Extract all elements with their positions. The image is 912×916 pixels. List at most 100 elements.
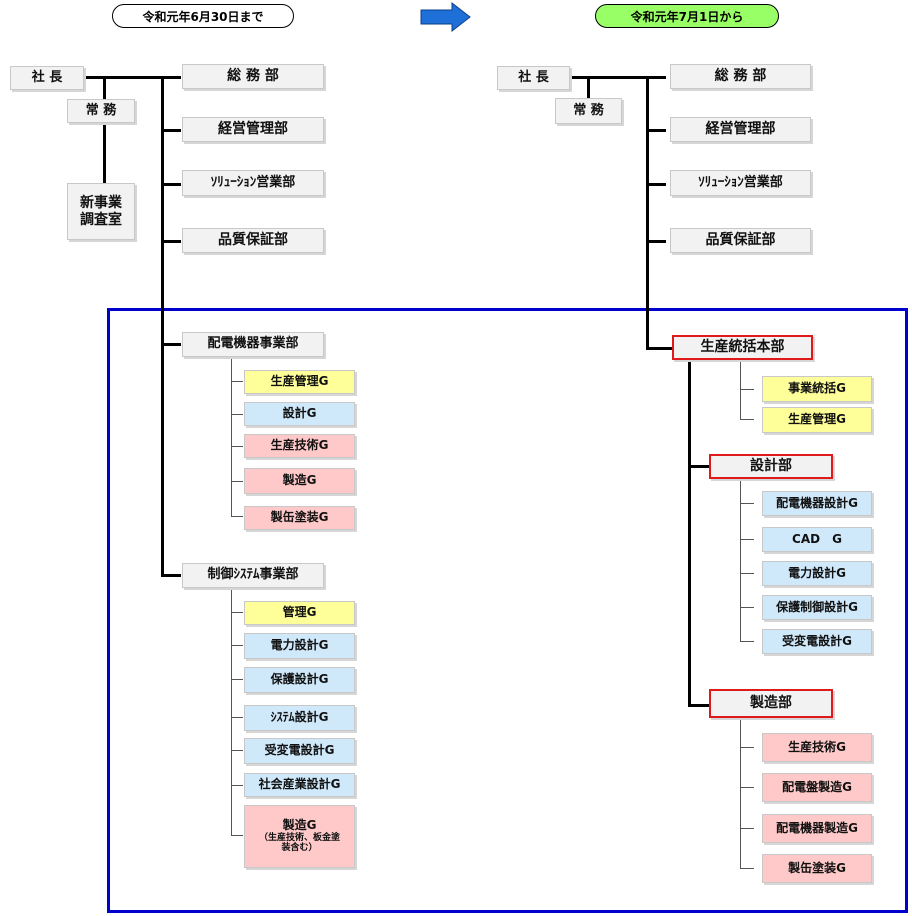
group-box: 配電機器製造G [762,814,872,843]
group-label: 受変電設計G [782,633,852,648]
group-box: 生産管理G [244,370,355,394]
group-label: 配電機器製造G [776,820,858,835]
group-label: CAD G [792,531,842,546]
line [740,641,754,642]
manufacturing-dept-label: 製造部 [750,695,792,712]
division-label: 配電機器事業部 [207,336,299,352]
dept-box-before: 経営管理部 [182,117,324,142]
executive-box-after: 常 務 [555,98,622,124]
line [161,343,181,346]
line [740,479,741,642]
group-label: 配電盤製造G [782,779,852,794]
line [688,704,709,707]
group-box: 電力設計G [762,561,872,586]
line [231,750,243,751]
line [740,747,754,748]
line [231,414,243,415]
dept-label: 総 務 部 [227,68,279,85]
group-label: 生産管理G [788,412,846,427]
line [570,76,664,79]
group-label: 配電機器設計G [776,495,858,510]
line [231,835,243,836]
line [161,574,181,577]
group-label: 製缶塗装G [788,860,846,875]
dept-box-before: 品質保証部 [182,228,324,253]
group-box: 生産管理G [762,407,872,433]
line [646,183,666,186]
line [740,607,754,608]
group-label: 管理G [282,605,317,620]
after-date-text: 令和元年7月1日から [630,9,744,24]
line [740,389,754,390]
group-label: 生産管理G [270,374,329,389]
group-box: CAD G [762,527,872,552]
group-box: 社会産業設計G [244,773,355,797]
executive-label: 常 務 [573,102,604,118]
line [231,588,232,836]
line [740,419,754,420]
after-date-label: 令和元年7月1日から [595,4,779,28]
president-label: 社 長 [31,69,63,85]
line [231,645,243,646]
group-box: 生産技術G [244,434,355,458]
design-dept-box: 設計部 [709,454,833,479]
line [231,446,243,447]
president-label: 社 長 [518,69,549,85]
line [740,828,754,829]
line [231,679,243,680]
group-label: 設計G [282,406,317,421]
dept-label: 品質保証部 [705,232,776,249]
dept-label: 経営管理部 [705,121,776,138]
dept-box-after: ｿﾘｭｰｼｮﾝ営業部 [670,170,811,196]
line [161,183,181,186]
manufacturing-dept-box: 製造部 [709,689,833,718]
president-box-before: 社 長 [10,66,84,90]
line [688,465,709,468]
before-date-text: 令和元年6月30日まで [142,9,264,24]
line [231,785,243,786]
group-box: 受変電設計G [244,738,355,764]
line [231,481,243,482]
line [161,240,181,243]
line [231,612,243,613]
dept-box-after: 品質保証部 [670,228,811,253]
dept-box-before: 総 務 部 [182,64,324,89]
group-box: 製造G [244,468,355,494]
line [161,76,164,576]
line [161,76,181,79]
group-box: 設計G [244,402,355,426]
division-box: 制御ｼｽﾃﾑ事業部 [182,563,324,588]
group-box-manufacturing: 製造G （生産技術、板金塗装含む） [244,805,355,868]
production-hq-label: 生産統括本部 [700,339,785,356]
group-box: 製缶塗装G [762,854,872,883]
line [688,360,691,706]
dept-label: ｿﾘｭｰｼｮﾝ営業部 [698,174,783,190]
right-arrow-icon [420,2,471,32]
group-box: ｼｽﾃﾑ設計G [244,705,355,731]
line [740,573,754,574]
line [740,539,754,540]
line [231,717,243,718]
line [84,76,164,79]
group-note: （生産技術、板金塗装含む） [258,832,340,854]
line [231,357,232,517]
group-box: 電力設計G [244,633,355,659]
group-box: 事業統括G [762,376,872,402]
line [740,718,741,869]
new-business-office-box: 新事業調査室 [67,183,135,240]
line [103,76,106,184]
executive-box-before: 常 務 [67,99,135,123]
dept-label: ｿﾘｭｰｼｮﾝ営業部 [210,174,296,190]
line [740,503,754,504]
group-label: ｼｽﾃﾑ設計G [270,710,329,725]
line [740,868,754,869]
dept-box-after: 総 務 部 [670,64,811,89]
division-box: 配電機器事業部 [182,332,324,357]
executive-label: 常 務 [85,102,117,118]
line [587,76,590,98]
dept-label: 総 務 部 [714,68,767,85]
group-label: 保護制御設計G [776,599,858,614]
dept-label: 品質保証部 [218,232,288,249]
group-box: 生産技術G [762,733,872,762]
